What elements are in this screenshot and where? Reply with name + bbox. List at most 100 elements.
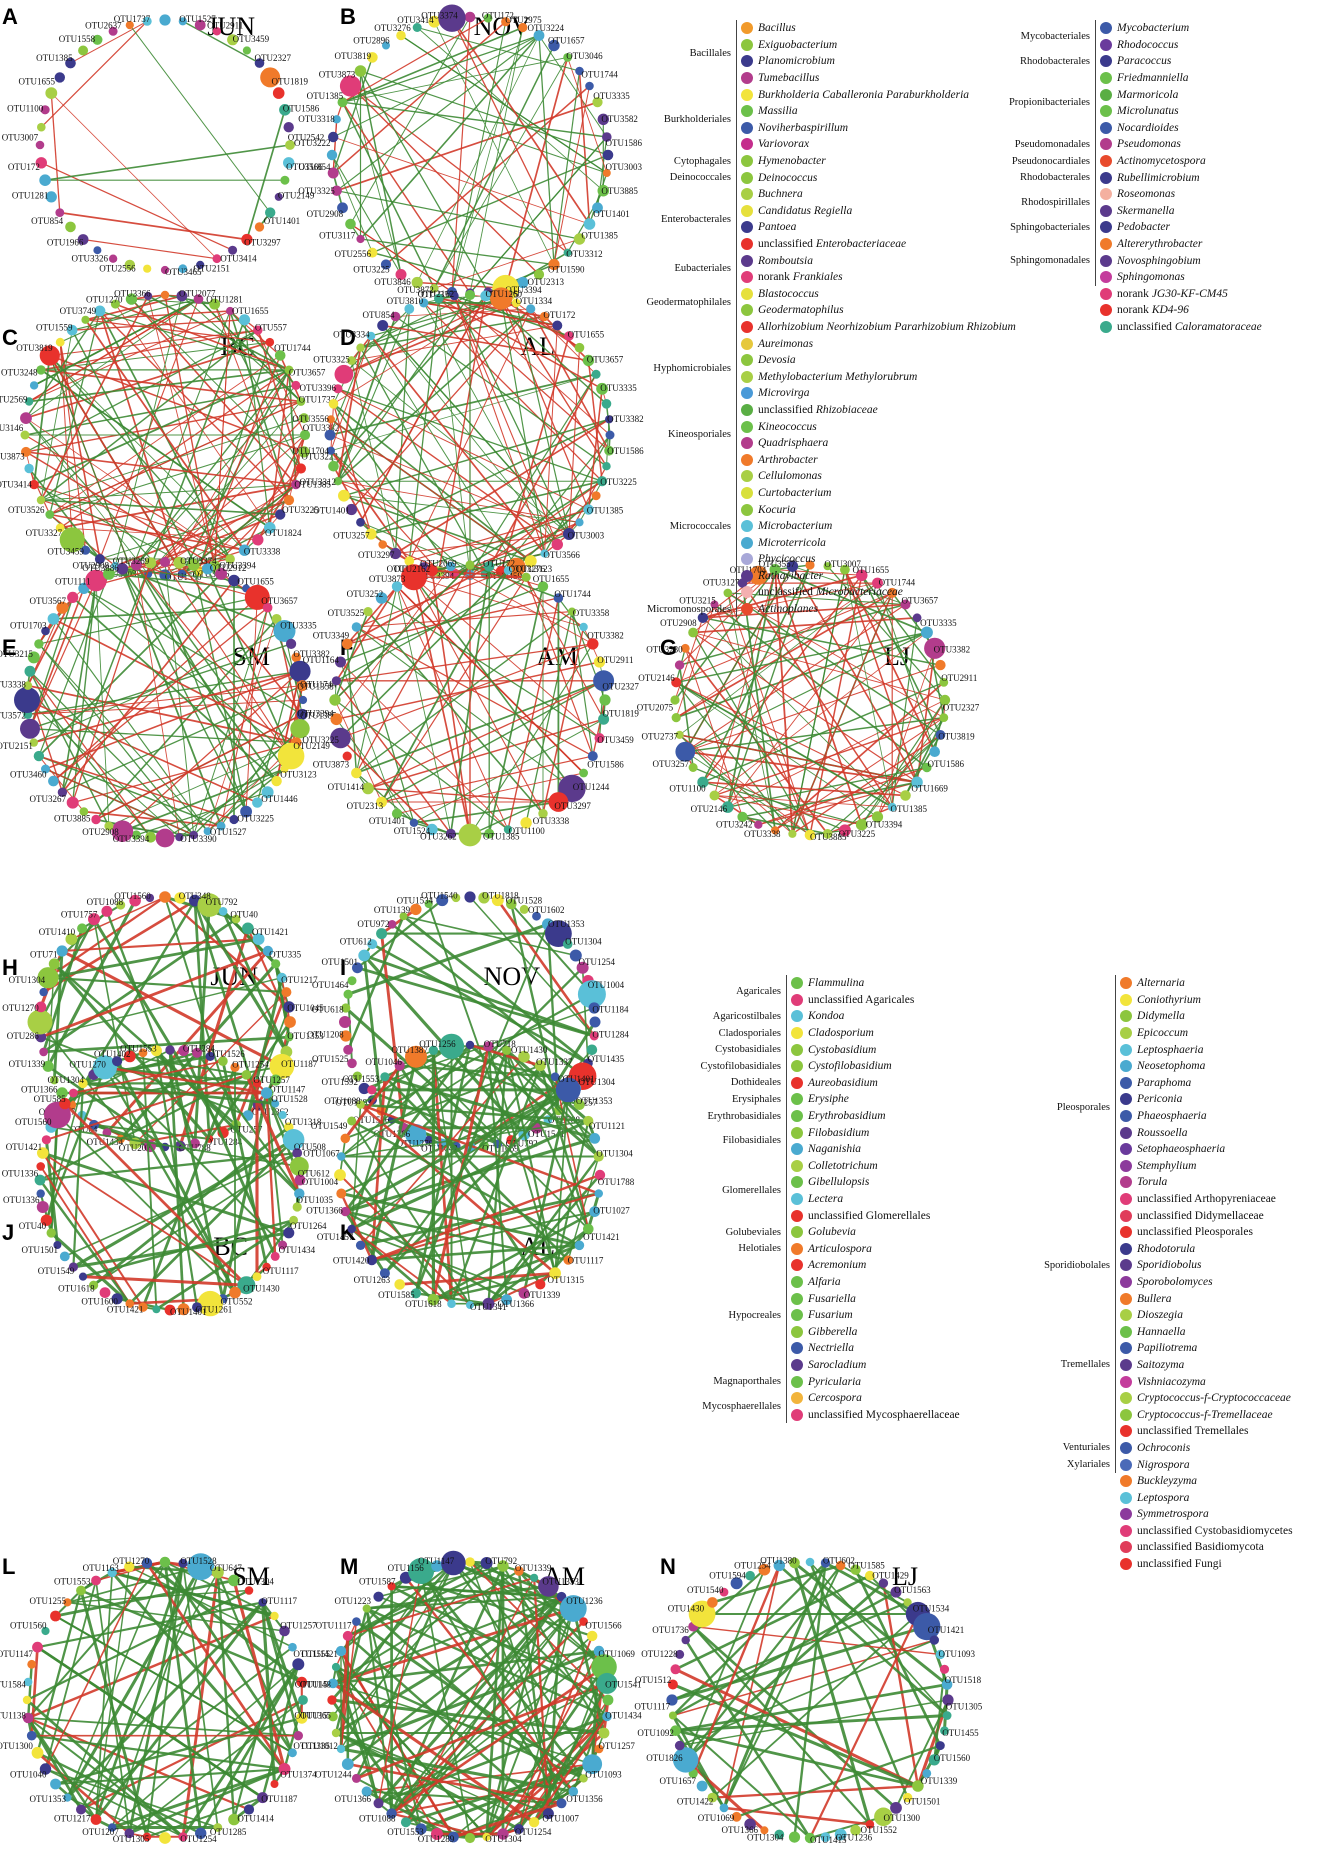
otu-node	[328, 1678, 338, 1689]
network-edge	[417, 26, 580, 72]
network-edge	[434, 238, 580, 289]
otu-label: OTU1121	[589, 1121, 625, 1131]
network-edge	[36, 1590, 83, 1754]
legend-taxon-label: Friedmanniella	[1117, 72, 1189, 85]
otu-label: OTU3872	[397, 285, 434, 295]
network-edge	[40, 949, 269, 1039]
otu-node	[50, 1610, 61, 1622]
legend-item: unclassified Rhizobiaceae	[741, 402, 1016, 419]
legend-item: Ochroconis	[1120, 1440, 1190, 1457]
otu-node	[175, 833, 184, 842]
legend-dot	[741, 304, 753, 317]
legend-dot	[791, 1027, 803, 1040]
otu-node	[326, 415, 335, 424]
otu-node	[378, 540, 388, 549]
network-edge	[714, 795, 893, 808]
otu-label: OTU1362	[252, 1107, 289, 1117]
network-edge	[104, 1066, 267, 1095]
network-edge	[355, 1682, 608, 1780]
legend-item: Sporobolomyces	[1120, 1274, 1213, 1291]
otu-label: OTU1117	[634, 1702, 670, 1712]
legend-taxon-label: Paraphoma	[1137, 1076, 1192, 1089]
otu-node	[50, 1075, 59, 1085]
otu-node	[518, 1287, 530, 1299]
otu-node	[482, 1297, 495, 1310]
otu-node	[159, 14, 171, 26]
otu-node	[264, 522, 276, 534]
otu-node	[890, 1802, 902, 1814]
otu-label: OTU1385	[587, 506, 624, 516]
legend-dot	[741, 569, 753, 582]
legend-order-name: Glomerellales	[722, 1185, 781, 1197]
otu-node	[574, 1099, 585, 1110]
otu-label: OTU3382	[607, 414, 644, 424]
network-edge	[579, 480, 603, 523]
network-edge	[350, 223, 453, 293]
otu-node	[228, 245, 238, 255]
otu-node	[688, 1600, 716, 1628]
otu-node	[202, 563, 214, 575]
legend-item: Nigrospora	[1120, 1456, 1190, 1473]
otu-label: OTU1788	[598, 1177, 635, 1187]
legend-dot	[741, 503, 753, 516]
otu-node	[592, 97, 603, 108]
otu-node	[289, 1156, 309, 1176]
otu-node	[514, 1566, 524, 1576]
legend-taxon-label: Hannaella	[1137, 1325, 1186, 1338]
otu-node	[144, 291, 153, 301]
legend-item: Altererythrobacter	[1100, 236, 1202, 253]
network-panel-f: FAMOTU172OTU3276OTU1655OTU1744OTU3358OTU…	[297, 559, 639, 847]
legend-item: Bullera	[1120, 1290, 1291, 1307]
otu-label: OTU1549	[311, 1121, 348, 1131]
legend-taxon-label: Pseudomonas	[1117, 138, 1181, 151]
otu-node	[252, 534, 264, 546]
otu-node	[518, 1050, 530, 1063]
network-edge	[517, 1715, 609, 1830]
otu-label: OTU854	[363, 310, 395, 320]
otu-node	[579, 1774, 588, 1783]
otu-node	[394, 1060, 405, 1071]
otu-label: OTU1655	[232, 306, 269, 316]
network-edge	[423, 302, 558, 545]
network-edge	[36, 1751, 202, 1835]
otu-node	[412, 23, 422, 32]
network-edge	[367, 611, 544, 815]
legend-order-name: Dothideales	[730, 1077, 781, 1089]
otu-label: OTU1148	[295, 1679, 332, 1689]
otu-label: OTU1435	[588, 1054, 625, 1064]
legend-order-name: Cystofilobasidiales	[700, 1060, 782, 1072]
edges	[329, 294, 611, 576]
legend-order-name: Pseudonocardiales	[1011, 155, 1090, 167]
otu-node	[377, 320, 389, 331]
panel-letter: J	[2, 1220, 14, 1245]
otu-node	[710, 600, 719, 609]
network-edge	[243, 434, 306, 551]
otu-node	[228, 1574, 240, 1587]
legend-order-name: Rhodospirillales	[1021, 197, 1090, 209]
legend-dot	[741, 486, 753, 499]
otu-label: OTU1093	[939, 1649, 976, 1659]
network-edge	[702, 564, 811, 783]
legend-taxon-label: Quadrisphaera	[758, 437, 829, 450]
network-edge	[679, 734, 776, 831]
otu-node	[20, 430, 30, 440]
legend-taxon-label: Dioszegia	[1137, 1309, 1183, 1322]
network-edge	[38, 573, 222, 757]
otu-node	[283, 495, 295, 506]
otu-node	[404, 556, 415, 566]
otu-node	[587, 1630, 598, 1642]
network-edge	[469, 373, 597, 576]
otu-node	[697, 776, 709, 788]
otu-label: OTU3215	[679, 596, 716, 606]
network-edge	[402, 915, 589, 1065]
legend-dot	[1120, 1259, 1132, 1272]
otu-node	[497, 1560, 509, 1572]
otu-node	[143, 264, 152, 273]
